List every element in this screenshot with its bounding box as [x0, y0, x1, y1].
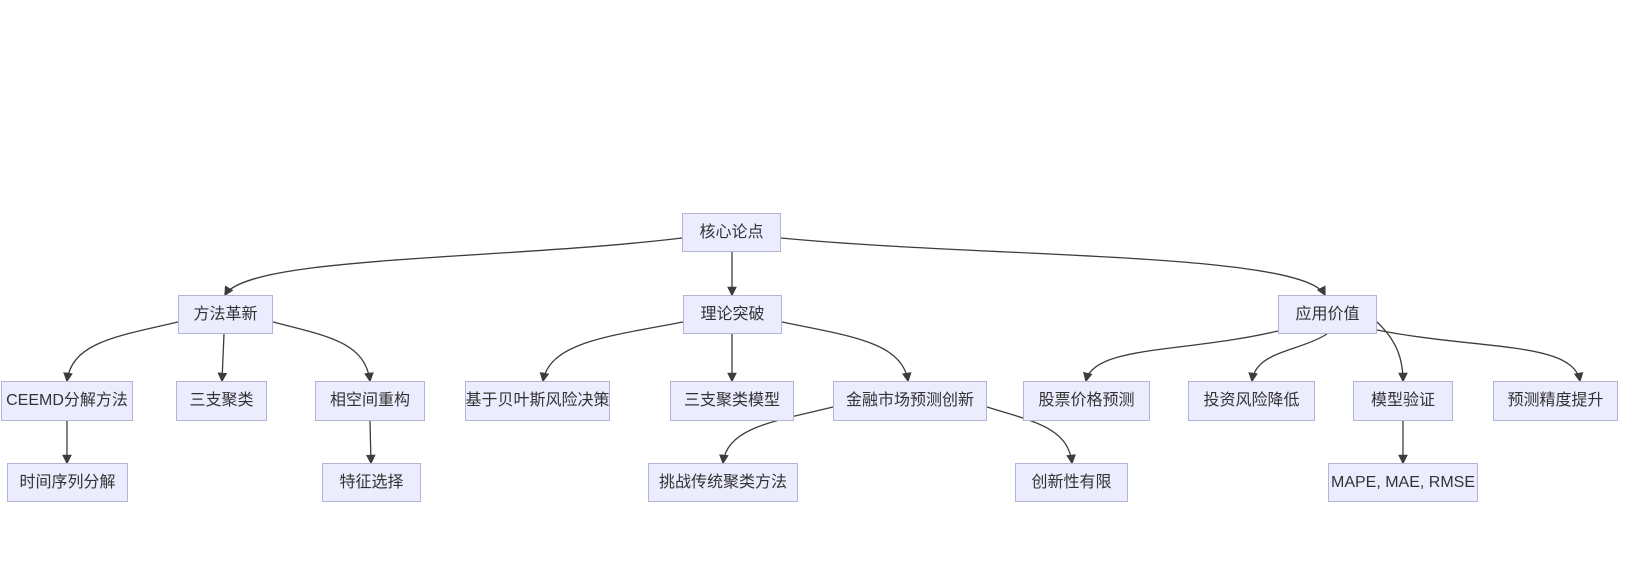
edge-theory-fininnov: [781, 321, 912, 383]
edge-method-threeway: [217, 333, 228, 383]
node-application-value: 应用价值: [1278, 295, 1377, 334]
edge-fininnov-challenge: [719, 406, 834, 465]
edge-phasespace-featuresel: [365, 420, 376, 465]
edge-application-modelvalid: [1376, 321, 1408, 383]
node-bayesian-risk-decision: 基于贝叶斯风险决策: [465, 381, 610, 421]
node-time-series-decomposition: 时间序列分解: [7, 463, 128, 502]
edge-core-application: [780, 237, 1326, 297]
node-ceemd-decomposition: CEEMD分解方法: [1, 381, 133, 421]
node-model-validation: 模型验证: [1353, 381, 1453, 421]
edge-method-ceemd: [63, 321, 179, 383]
node-investment-risk-reduction: 投资风险降低: [1188, 381, 1315, 421]
node-feature-selection: 特征选择: [322, 463, 421, 502]
edge-application-accuracy: [1376, 329, 1584, 383]
node-theoretical-breakthrough: 理论突破: [683, 295, 782, 334]
node-three-way-clustering: 三支聚类: [176, 381, 267, 421]
node-stock-price-prediction: 股票价格预测: [1023, 381, 1150, 421]
node-core-thesis: 核心论点: [682, 213, 781, 252]
edge-fininnov-limited: [986, 406, 1076, 465]
edge-application-riskreduce: [1248, 333, 1328, 383]
edge-core-method: [224, 237, 683, 297]
node-financial-forecast-innovation: 金融市场预测创新: [833, 381, 987, 421]
node-prediction-accuracy-improvement: 预测精度提升: [1493, 381, 1618, 421]
node-method-innovation: 方法革新: [178, 295, 273, 334]
edge-method-phasespace: [272, 321, 374, 383]
edge-theory-bayes: [539, 321, 684, 383]
node-three-way-clustering-model: 三支聚类模型: [670, 381, 794, 421]
node-challenge-traditional-clustering: 挑战传统聚类方法: [648, 463, 798, 502]
node-limited-innovation: 创新性有限: [1015, 463, 1128, 502]
node-phase-space-reconstruction: 相空间重构: [315, 381, 425, 421]
edge-application-stockpred: [1083, 330, 1279, 383]
node-error-metrics: MAPE, MAE, RMSE: [1328, 463, 1478, 502]
